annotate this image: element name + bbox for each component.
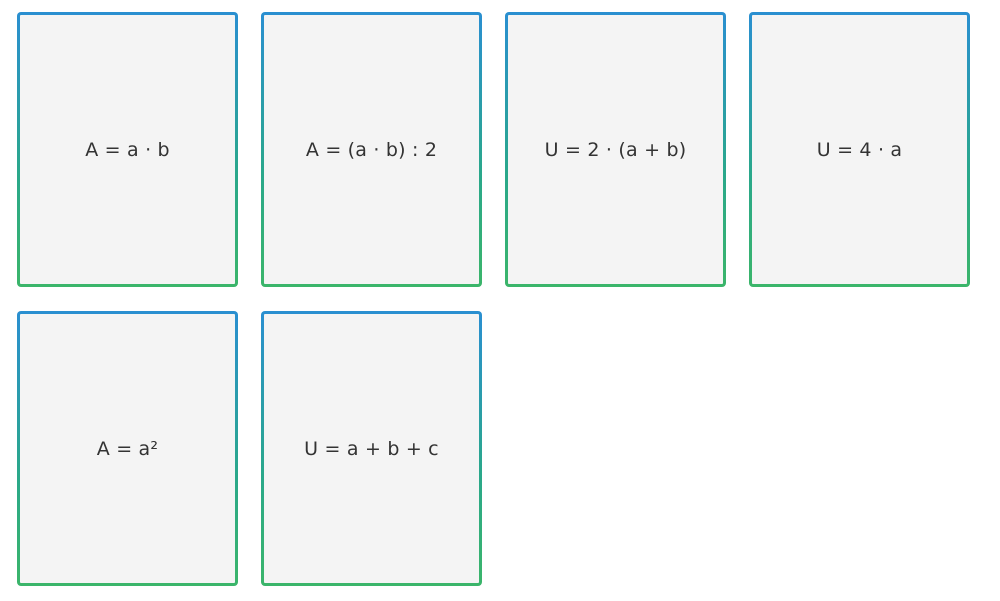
formula-card-perimeter-triangle[interactable]: U = a + b + c xyxy=(261,311,482,586)
formula-card-perimeter-rectangle[interactable]: U = 2 · (a + b) xyxy=(505,12,726,287)
formula-text: U = 2 · (a + b) xyxy=(544,138,687,161)
formula-card-area-rectangle[interactable]: A = a · b xyxy=(17,12,238,287)
formula-text: U = a + b + c xyxy=(304,437,439,460)
formula-text: A = a² xyxy=(96,437,159,460)
formula-text: A = (a · b) : 2 xyxy=(305,138,438,161)
formula-card-area-triangle[interactable]: A = (a · b) : 2 xyxy=(261,12,482,287)
formula-text: A = a · b xyxy=(85,138,170,161)
formula-card-area-square[interactable]: A = a² xyxy=(17,311,238,586)
formula-card-perimeter-square[interactable]: U = 4 · a xyxy=(749,12,970,287)
formula-text: U = 4 · a xyxy=(816,138,903,161)
